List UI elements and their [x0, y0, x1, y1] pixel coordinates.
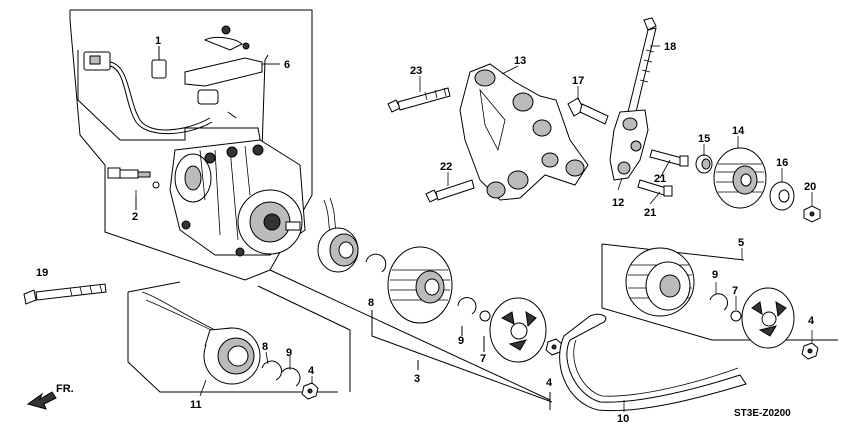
callout-4-left: 4 — [308, 365, 315, 377]
callout-13: 13 — [514, 55, 526, 67]
callout-8-middle: 8 — [368, 297, 374, 309]
callout-21-b: 21 — [644, 207, 656, 219]
callout-18: 18 — [664, 41, 676, 53]
callout-9-middle: 9 — [458, 335, 464, 347]
snap-ring-part-8-left — [261, 360, 283, 381]
valve-part-2 — [107, 167, 160, 210]
shim-part-7-right — [730, 310, 742, 322]
bolt-part-23 — [387, 87, 451, 113]
nut-part-4-left — [301, 382, 319, 400]
clutch-frame-left — [127, 281, 338, 393]
bolt-part-21-a — [649, 149, 689, 167]
callout-22: 22 — [440, 161, 452, 173]
callout-19: 19 — [36, 267, 48, 279]
callout-4-middle: 4 — [546, 377, 553, 389]
callout-6: 6 — [284, 59, 290, 71]
callout-7-right: 7 — [732, 285, 738, 297]
washer-part-16 — [769, 181, 795, 211]
leader-lines — [135, 45, 813, 412]
pulley-middle — [387, 246, 453, 324]
spacer-part-15 — [695, 154, 713, 174]
nut-part-4-middle — [545, 338, 563, 356]
callout-labels: 1 2 3 4 4 4 5 6 7 7 8 8 9 9 9 10 11 12 1… — [36, 35, 816, 425]
callout-15: 15 — [698, 133, 710, 145]
armature-plate-middle — [489, 297, 547, 363]
bolt-part-17 — [567, 97, 609, 125]
callout-9-right: 9 — [712, 269, 718, 281]
guide-lines — [257, 269, 553, 410]
callout-10: 10 — [617, 413, 629, 425]
v-belt-part-10 — [559, 313, 747, 412]
bolt-part-19 — [23, 283, 107, 305]
callout-5: 5 — [738, 237, 744, 249]
callout-7-middle: 7 — [480, 353, 486, 365]
callout-14: 14 — [732, 125, 745, 137]
bolt-part-22 — [425, 179, 475, 203]
callout-23: 23 — [410, 65, 422, 77]
callout-21-a: 21 — [654, 173, 666, 185]
callout-16: 16 — [776, 157, 788, 169]
diagram-code: ST3E-Z0200 — [734, 408, 791, 419]
snap-ring-part-9-middle — [457, 297, 477, 315]
callout-9-left: 9 — [286, 347, 292, 359]
harness-connector — [83, 51, 213, 135]
pulley-assembly-right — [625, 247, 695, 317]
bracket-part-6 — [184, 25, 280, 119]
callout-4-right: 4 — [808, 315, 815, 327]
tensioner-bracket-part-12 — [609, 109, 649, 181]
callout-3: 3 — [414, 373, 420, 385]
nut-part-20 — [803, 205, 821, 223]
bolt-part-18 — [627, 17, 657, 113]
field-coil-part-11 — [141, 291, 261, 385]
bolt-part-21-b — [637, 179, 673, 197]
nut-part-4-right — [801, 342, 819, 360]
callout-11: 11 — [190, 399, 202, 411]
callout-1: 1 — [155, 35, 161, 47]
snap-ring-part-9-left — [281, 367, 301, 387]
compressor-body — [169, 139, 306, 257]
callout-20: 20 — [804, 181, 816, 193]
armature-plate-right — [741, 287, 795, 349]
snap-ring-part-9-right — [709, 293, 728, 311]
snap-ring-part-8-middle — [365, 253, 387, 273]
bracket-part-13 — [459, 63, 589, 201]
callout-12: 12 — [612, 197, 624, 209]
direction-label: FR. — [56, 383, 74, 395]
idler-pulley-part-14 — [713, 147, 767, 209]
callout-2: 2 — [132, 211, 138, 223]
callout-8-left: 8 — [262, 341, 268, 353]
compressor-assembly-frame — [69, 9, 313, 281]
front-direction-arrow: FR. — [26, 383, 74, 410]
callout-17: 17 — [572, 75, 584, 87]
shim-part-7-middle — [479, 310, 491, 322]
bearing-coil-middle — [317, 197, 359, 273]
